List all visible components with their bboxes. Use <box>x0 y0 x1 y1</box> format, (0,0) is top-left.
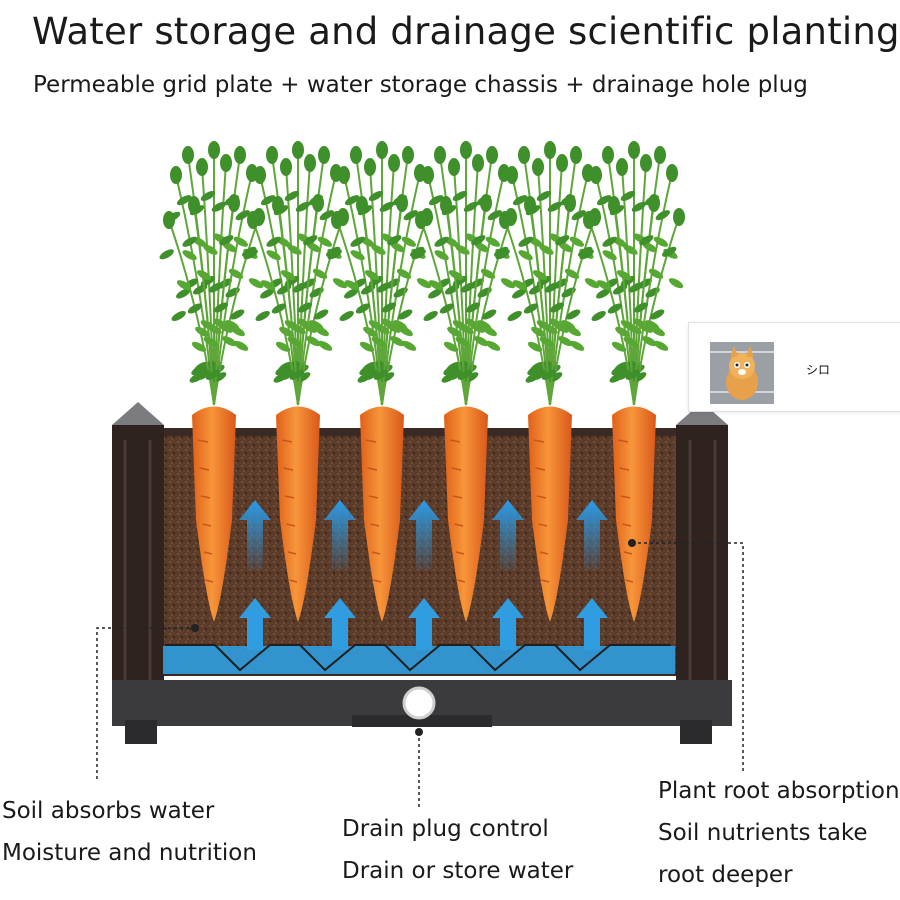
cat-avatar-icon[interactable] <box>710 342 774 404</box>
carrot-root <box>528 406 572 622</box>
popup-user-name[interactable]: シロ <box>806 363 831 377</box>
drain-plug <box>402 686 436 720</box>
caption-line: Moisture and nutrition <box>2 840 257 866</box>
carrot-plant <box>579 141 685 622</box>
carrot-root <box>192 406 236 622</box>
page-title: Water storage and drainage scientific pl… <box>32 10 900 53</box>
leader-lines <box>96 539 744 808</box>
caption-line: root deeper <box>658 862 793 888</box>
caption-line: Drain or store water <box>342 858 574 884</box>
grid-plate <box>165 644 670 672</box>
carrot-plant <box>411 141 517 622</box>
page-subtitle: Permeable grid plate + water storage cha… <box>33 72 808 98</box>
carrot-plant <box>159 141 265 622</box>
caption-root-absorption: Plant root absorption Soil nutrients tak… <box>658 770 900 896</box>
right-corner-post <box>676 425 728 685</box>
left-corner-post <box>112 425 164 685</box>
carrot-root <box>444 406 488 622</box>
caption-line: Soil absorbs water <box>2 798 215 824</box>
caption-line: Drain plug control <box>342 816 549 842</box>
carrot-root <box>612 406 656 622</box>
user-popup-card[interactable]: シロ <box>688 322 900 412</box>
caption-soil-absorbs: Soil absorbs water Moisture and nutritio… <box>2 790 257 874</box>
water-layer <box>163 646 675 674</box>
caption-drain-plug: Drain plug control Drain or store water <box>342 808 573 892</box>
carrot-plant <box>495 141 601 622</box>
carrot-plant <box>243 141 349 622</box>
caption-line: Soil nutrients take <box>658 820 868 846</box>
carrot-root <box>360 406 404 622</box>
carrots <box>159 141 685 622</box>
water-arrows <box>239 500 608 650</box>
caption-line: Plant root absorption <box>658 778 900 804</box>
carrot-root <box>276 406 320 622</box>
